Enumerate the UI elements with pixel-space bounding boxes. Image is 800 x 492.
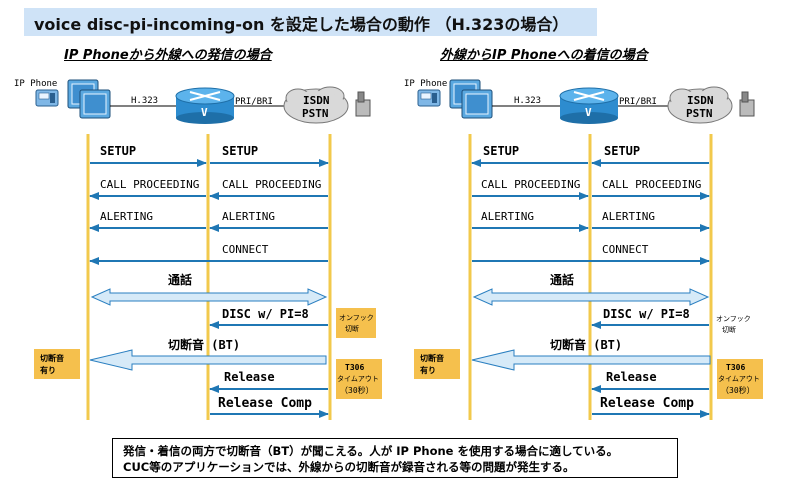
t306-box	[336, 359, 382, 399]
note-line-2: CUC等のアプリケーションでは、外線からの切断音が録音される等の問題が発生する。	[123, 460, 575, 474]
onhook-box	[336, 308, 376, 338]
ip-phone-icon-right	[417, 89, 441, 107]
t306-label-2: タイムアウト	[337, 374, 379, 383]
msg-talk-r: 通話	[550, 272, 574, 287]
msg-alerting-r1: ALERTING	[481, 210, 534, 223]
h323-label-right: H.323	[514, 96, 541, 106]
msg-bt-r: 切断音 (BT)	[550, 337, 622, 352]
bt-present-label-r2: 有り	[420, 365, 436, 375]
phone-icon	[355, 91, 371, 117]
msg-call-proceeding-r1: CALL PROCEEDING	[481, 178, 580, 191]
msg-call-proceeding-2: CALL PROCEEDING	[222, 178, 321, 191]
msg-alerting-1: ALERTING	[100, 210, 153, 223]
bt-present-label-2: 有り	[40, 365, 56, 375]
bt-present-box-right	[414, 349, 460, 379]
msg-disc: DISC w/ PI=8	[222, 307, 309, 321]
msg-disc-r: DISC w/ PI=8	[603, 307, 690, 321]
ip-phone-label: IP Phone	[14, 79, 57, 89]
msg-connect-r: CONNECT	[602, 243, 649, 256]
msg-release-r: Release	[606, 370, 657, 384]
note-line-1: 発信・着信の両方で切断音（BT）が聞こえる。人が IP Phone を使用する場…	[123, 444, 619, 458]
msg-alerting-r2: ALERTING	[602, 210, 655, 223]
msg-setup-r1: SETUP	[483, 144, 519, 158]
right-diagram-title: 外線からIP Phoneへの着信の場合	[440, 48, 648, 63]
note-box: 発信・着信の両方で切断音（BT）が聞こえる。人が IP Phone を使用する場…	[112, 438, 678, 478]
pstn-label-right: PSTN	[686, 107, 713, 120]
left-diagram: IP Phone H.323 V PRI/BRI ISDN	[14, 79, 382, 420]
msg-setup-2: SETUP	[222, 144, 258, 158]
server-icon-right	[449, 79, 493, 119]
onhook-label-1: オンフック	[339, 314, 374, 322]
router-letter: V	[201, 106, 208, 119]
bt-present-label-1: 切断音	[40, 353, 64, 363]
bt-band	[89, 349, 327, 371]
title-banner	[24, 8, 597, 36]
isdn-label-right: ISDN	[687, 94, 714, 107]
ip-phone-icon	[35, 89, 59, 107]
router-icon: V	[175, 87, 235, 124]
t306-label-3: （30秒）	[340, 385, 374, 395]
msg-call-proceeding-1: CALL PROCEEDING	[100, 178, 199, 191]
router-icon-right: V	[559, 87, 619, 124]
msg-setup-1: SETUP	[100, 144, 136, 158]
msg-release: Release	[224, 370, 275, 384]
msg-release-comp-r: Release Comp	[600, 396, 694, 411]
t306-box-right	[717, 359, 763, 399]
pri-bri-label-right: PRI/BRI	[619, 97, 657, 107]
router-letter-right: V	[585, 106, 592, 119]
msg-talk: 通話	[168, 272, 192, 287]
onhook-label-r2: 切断	[722, 325, 736, 334]
pstn-label: PSTN	[302, 107, 329, 120]
msg-alerting-2: ALERTING	[222, 210, 275, 223]
msg-connect: CONNECT	[222, 243, 269, 256]
isdn-cloud-icon: ISDN PSTN	[283, 86, 349, 124]
page-title: voice disc-pi-incoming-on を設定した場合の動作 （H.…	[34, 15, 569, 34]
phone-icon-right	[739, 91, 755, 117]
onhook-label-r1: オンフック	[716, 315, 751, 323]
pri-bri-label: PRI/BRI	[235, 97, 273, 107]
ip-phone-label-right: IP Phone	[404, 79, 447, 89]
t306-label-r3: （30秒）	[721, 385, 755, 395]
msg-bt: 切断音 (BT)	[168, 337, 240, 352]
bt-present-box	[34, 349, 80, 379]
onhook-label-2: 切断	[345, 324, 359, 333]
right-diagram: IP Phone H.323 V PRI/BRI ISDN	[404, 79, 763, 420]
isdn-cloud-icon-right: ISDN PSTN	[667, 86, 733, 124]
msg-setup-r2: SETUP	[604, 144, 640, 158]
left-diagram-title: IP Phoneから外線への発信の場合	[64, 48, 272, 63]
msg-call-proceeding-r2: CALL PROCEEDING	[602, 178, 701, 191]
isdn-label: ISDN	[303, 94, 330, 107]
talk-band	[90, 288, 328, 306]
t306-label-1: T306	[345, 363, 364, 372]
msg-release-comp: Release Comp	[218, 396, 312, 411]
h323-label: H.323	[131, 96, 158, 106]
bt-present-label-r1: 切断音	[420, 353, 444, 363]
t306-label-r2: タイムアウト	[718, 374, 760, 383]
t306-label-r1: T306	[726, 363, 745, 372]
bt-band-right	[471, 349, 711, 371]
talk-band-right	[472, 288, 710, 306]
server-icon	[67, 79, 111, 119]
